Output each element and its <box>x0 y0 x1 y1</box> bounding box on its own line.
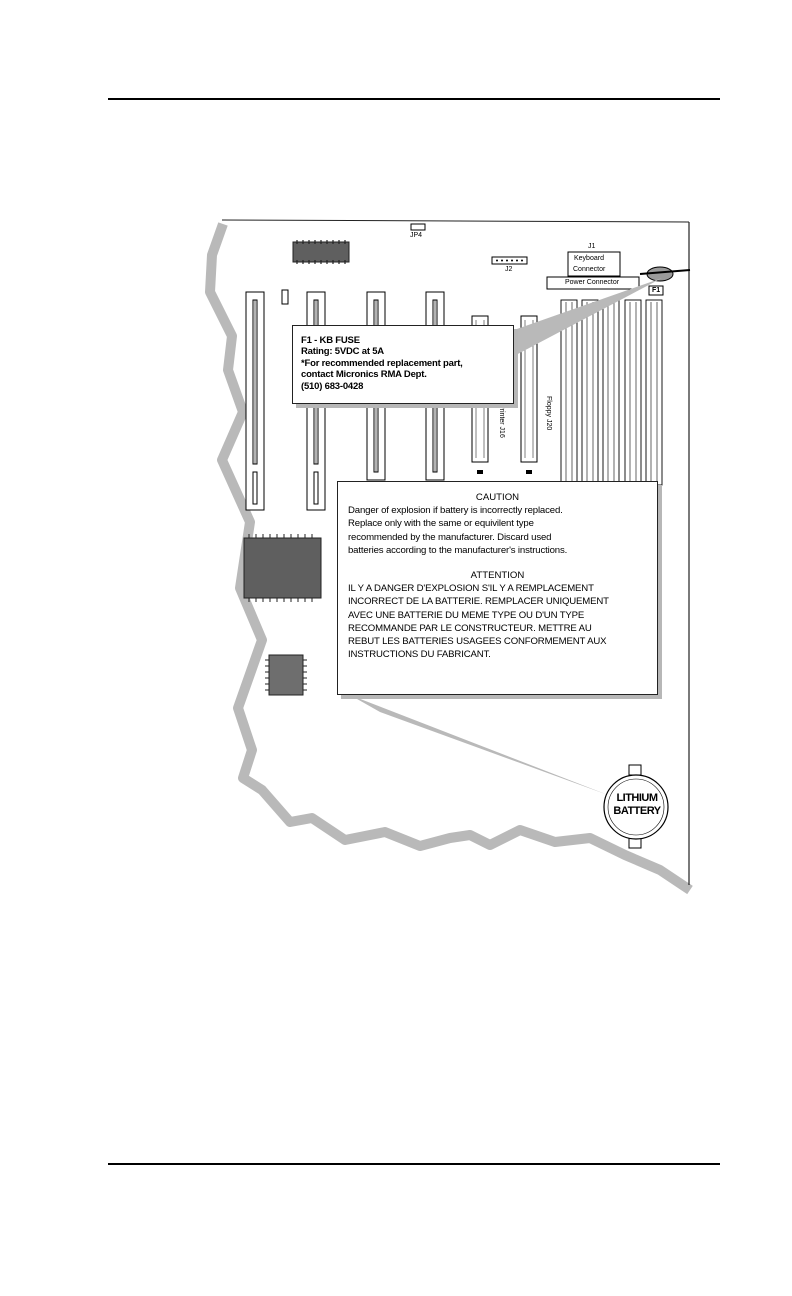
fuse-phone: (510) 683-0428 <box>301 380 364 392</box>
power-connector-box <box>546 276 640 290</box>
fuse-note: *For recommended replacement part, <box>301 357 463 369</box>
fuse-callout: F1 - KB FUSE Rating: 5VDC at 5A *For rec… <box>292 325 514 404</box>
battery-pointer <box>350 695 608 795</box>
jumper-small <box>281 289 289 305</box>
caution-line-2: Replace only with the same or equivilent… <box>348 518 534 530</box>
caution-title: CAUTION <box>475 492 520 503</box>
f1-label: F1 <box>652 287 661 294</box>
caution-line-3: recommended by the manufacturer. Discard… <box>348 531 552 543</box>
power-connector-label: Power Connector <box>565 279 620 286</box>
floppy-label: Floppy J20 <box>545 396 552 431</box>
lithium-battery-label: LITHIUM BATTERY <box>606 792 668 818</box>
fuse-rating: Rating: 5VDC at 5A <box>301 346 384 358</box>
lithium-battery-label-1: LITHIUM <box>616 792 658 804</box>
caution-line-4: batteries according to the manufacturer'… <box>348 544 568 556</box>
keyboard-connector-label-2: Connector <box>573 266 606 273</box>
keyboard-connector-label-1: Keyboard <box>574 255 604 262</box>
j2-label: J2 <box>505 266 513 273</box>
large-chip <box>243 537 322 599</box>
caution-line-1: Danger of explosion if battery is incorr… <box>348 505 563 517</box>
fuse-contact: contact Micronics RMA Dept. <box>301 369 427 381</box>
keyboard-connector-box <box>567 251 621 277</box>
attention-line-1: IL Y A DANGER D'EXPLOSION S'IL Y A REMPL… <box>348 583 594 595</box>
board-top-edge <box>221 219 690 223</box>
small-dip-chip <box>268 654 304 696</box>
bottom-rule <box>108 1163 720 1165</box>
attention-line-2: INCORRECT DE LA BATTERIE. REMPLACER UNIQ… <box>348 596 609 608</box>
dip-chip-top <box>292 241 350 263</box>
printer-label: Printer J16 <box>498 404 505 438</box>
j2-connector <box>491 256 528 265</box>
jp4-label: JP4 <box>410 232 423 239</box>
fuse-title: F1 - KB FUSE <box>301 335 360 346</box>
jp4-jumper <box>410 223 426 231</box>
attention-line-3: AVEC UNE BATTERIE DU MEME TYPE OU D'UN T… <box>348 609 585 621</box>
attention-title: ATTENTION <box>470 570 525 582</box>
caution-callout: CAUTION Danger of explosion if battery i… <box>337 481 658 695</box>
lithium-battery-label-2: BATTERY <box>613 805 661 817</box>
attention-line-5: REBUT LES BATTERIES USAGEES CONFORMEMENT… <box>348 636 607 648</box>
fuse-pointer <box>514 278 662 356</box>
top-rule <box>108 98 720 100</box>
memory-slots <box>560 299 663 486</box>
attention-line-4: RECOMMANDE PAR LE CONSTRUCTEUR. METTRE A… <box>348 622 592 634</box>
board-torn-edge <box>205 222 693 895</box>
battery-clip-top <box>628 764 642 776</box>
j1-label: J1 <box>588 243 596 250</box>
lithium-battery <box>603 774 669 840</box>
attention-line-6: INSTRUCTIONS DU FABRICANT. <box>348 649 491 661</box>
